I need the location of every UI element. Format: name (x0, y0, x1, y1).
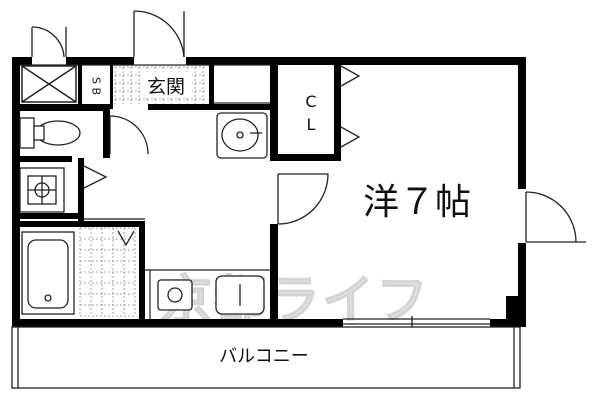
western-room-label: 洋７帖 (363, 182, 471, 223)
entrance-door (133, 10, 185, 58)
closet-label-l: L (307, 115, 316, 134)
bath-tiles (79, 227, 136, 317)
stove (19, 167, 65, 213)
bath-door (117, 230, 135, 247)
side-door (525, 191, 586, 243)
storage-door (31, 26, 67, 58)
outer-walls (12, 57, 526, 327)
closet-label-c: C (305, 92, 316, 111)
shoe-box: S B (90, 77, 103, 95)
closet-doors (340, 65, 361, 148)
room-door (277, 173, 329, 225)
genkan-label-bg (140, 72, 192, 98)
toilet (19, 117, 81, 149)
bathtub (21, 231, 75, 315)
washbasin (216, 112, 268, 159)
storage-box (21, 65, 77, 103)
kitchen-counter (157, 275, 265, 315)
shoe-box-label: S B (90, 77, 103, 95)
balcony-window (343, 316, 490, 327)
balcony-label: バルコニー (219, 346, 309, 367)
laundry-door (83, 165, 108, 189)
genkan-label: 玄関 (147, 76, 185, 98)
interior-walls (12, 57, 341, 327)
thin-lines (20, 64, 270, 319)
toilet-door (109, 115, 149, 155)
balcony (11, 326, 521, 389)
